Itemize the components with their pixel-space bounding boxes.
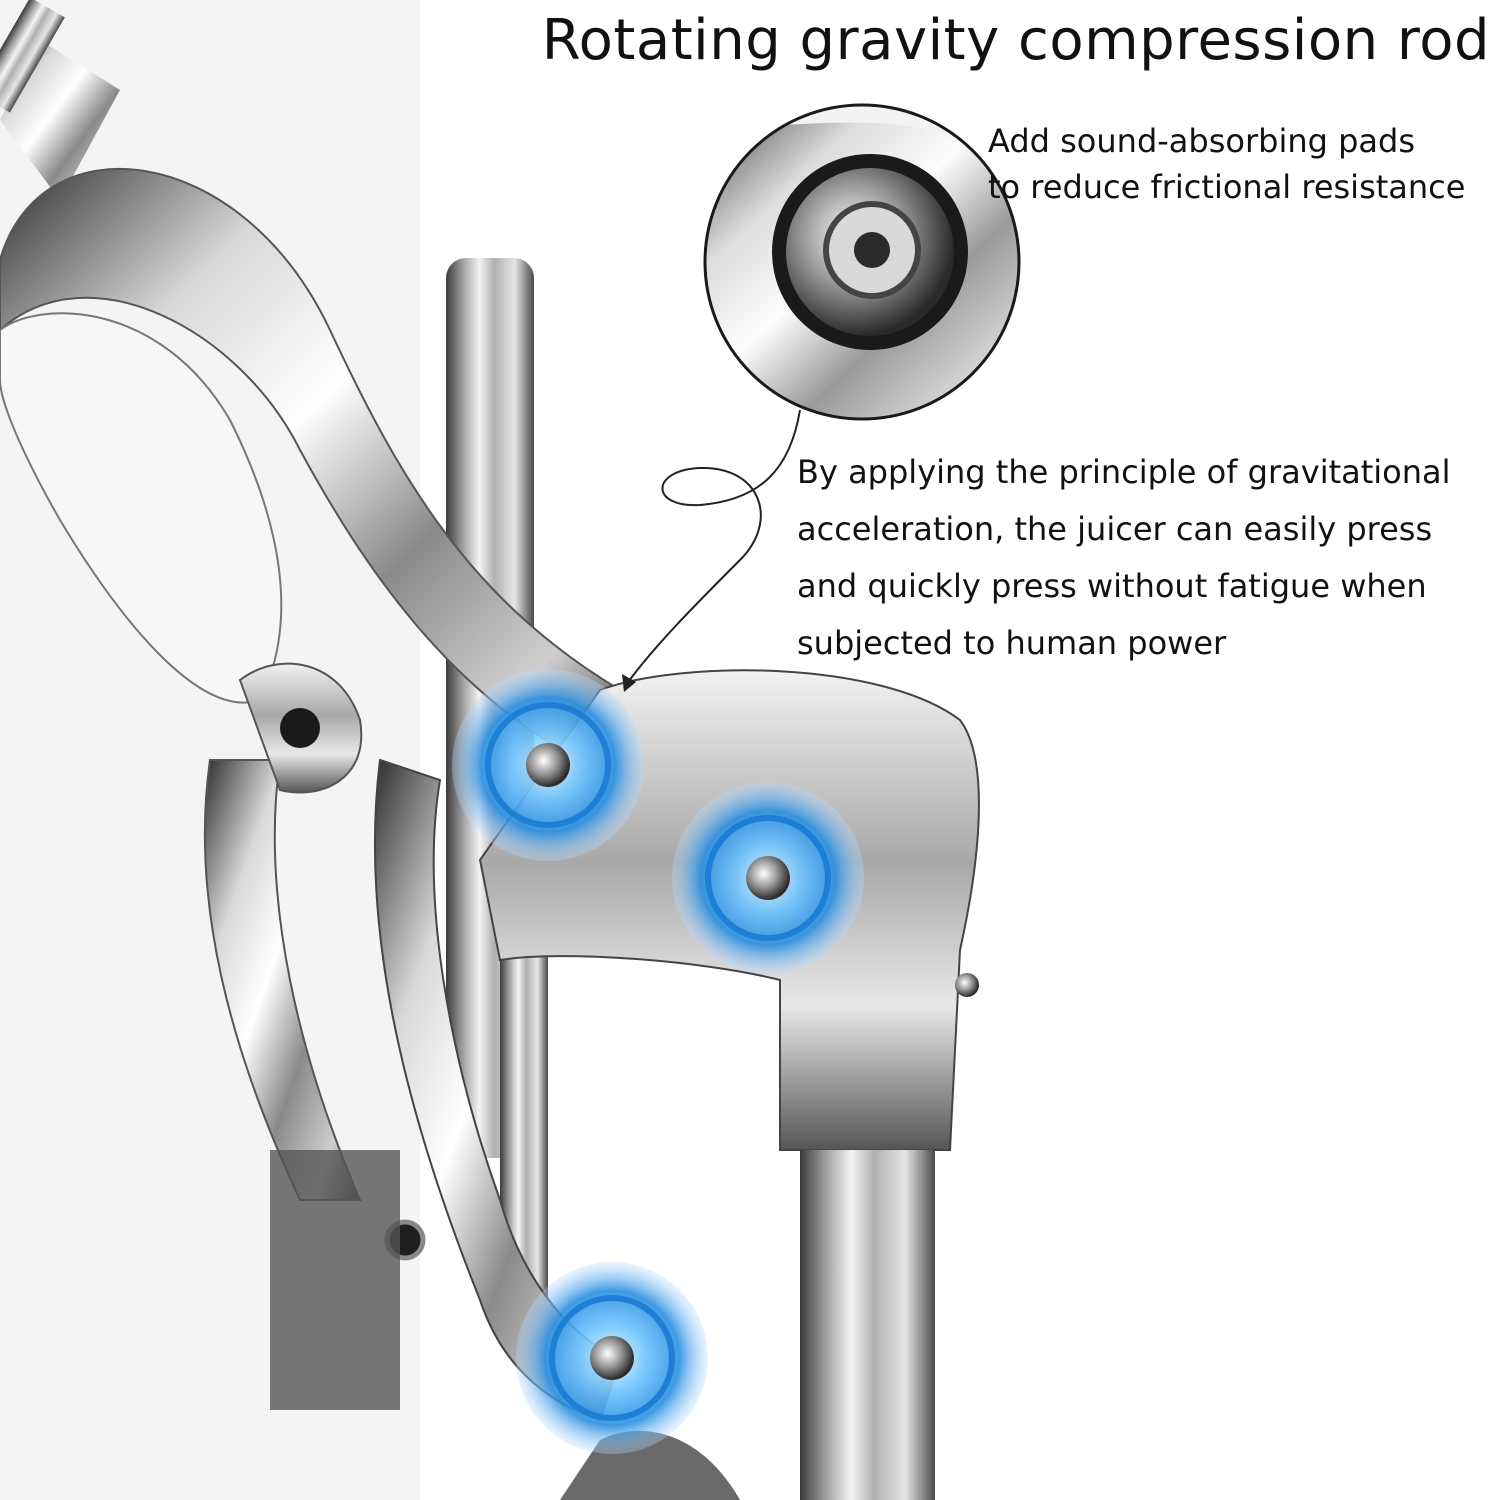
- main-callout-line: and quickly press without fatigue when: [797, 567, 1427, 605]
- zoom-callout-line: to reduce frictional resistance: [988, 168, 1466, 206]
- bearing-glow-3: [516, 1262, 708, 1454]
- main-callout-text: By applying the principle of gravitation…: [797, 444, 1497, 672]
- main-callout-line: acceleration, the juicer can easily pres…: [797, 510, 1433, 548]
- zoom-callout-text: Add sound-absorbing pads to reduce frict…: [988, 118, 1498, 210]
- main-callout-line: By applying the principle of gravitation…: [797, 453, 1451, 491]
- bearing-glow-1: [452, 669, 644, 861]
- zoom-callout-line: Add sound-absorbing pads: [988, 122, 1415, 160]
- main-callout-line: subjected to human power: [797, 624, 1227, 662]
- page-title: Rotating gravity compression rod: [541, 8, 1490, 73]
- callout-pointer-line: [623, 409, 801, 689]
- bearing-glow-2: [672, 782, 864, 974]
- zoom-circle-detail: [703, 103, 1021, 421]
